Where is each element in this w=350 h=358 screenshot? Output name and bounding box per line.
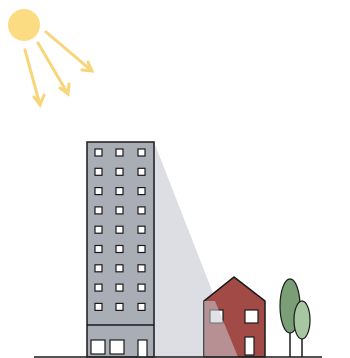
tower-window (138, 303, 145, 310)
tower-window (116, 226, 123, 233)
tower-windows (95, 149, 145, 310)
sun-group (8, 9, 92, 105)
tower-window (116, 246, 123, 253)
tower-window (116, 207, 123, 214)
tower-window (116, 149, 123, 156)
tower-window (138, 246, 145, 253)
trees (280, 279, 310, 357)
tower-building (87, 142, 154, 357)
tower-ground-window-left (91, 340, 105, 354)
tower-window (138, 188, 145, 195)
sun-rays (25, 32, 92, 105)
tower-window (116, 188, 123, 195)
tower-door (138, 340, 147, 357)
tower-window (138, 168, 145, 175)
tower-window (95, 284, 102, 291)
house-door (245, 337, 254, 355)
tower-window (138, 265, 145, 272)
tower-window (116, 168, 123, 175)
tower-window (116, 284, 123, 291)
tower-window (138, 284, 145, 291)
sun-ray-1 (25, 50, 44, 105)
tower-window (95, 207, 102, 214)
house-window-right (245, 310, 258, 323)
tower-window (138, 149, 145, 156)
sun-ray-2 (38, 43, 69, 94)
tower-window (95, 226, 102, 233)
tower-window (138, 226, 145, 233)
tower-window (95, 149, 102, 156)
sun-icon (8, 9, 40, 41)
sun-ray-3 (46, 32, 92, 71)
tower-window (95, 265, 102, 272)
tower-window (116, 265, 123, 272)
tower-ground-window-right (110, 340, 124, 354)
tree-short-icon (294, 301, 310, 357)
tower-window (95, 188, 102, 195)
tower-window (116, 303, 123, 310)
tower-window (95, 246, 102, 253)
tower-window (95, 168, 102, 175)
tower-window (138, 207, 145, 214)
tower-window (95, 303, 102, 310)
